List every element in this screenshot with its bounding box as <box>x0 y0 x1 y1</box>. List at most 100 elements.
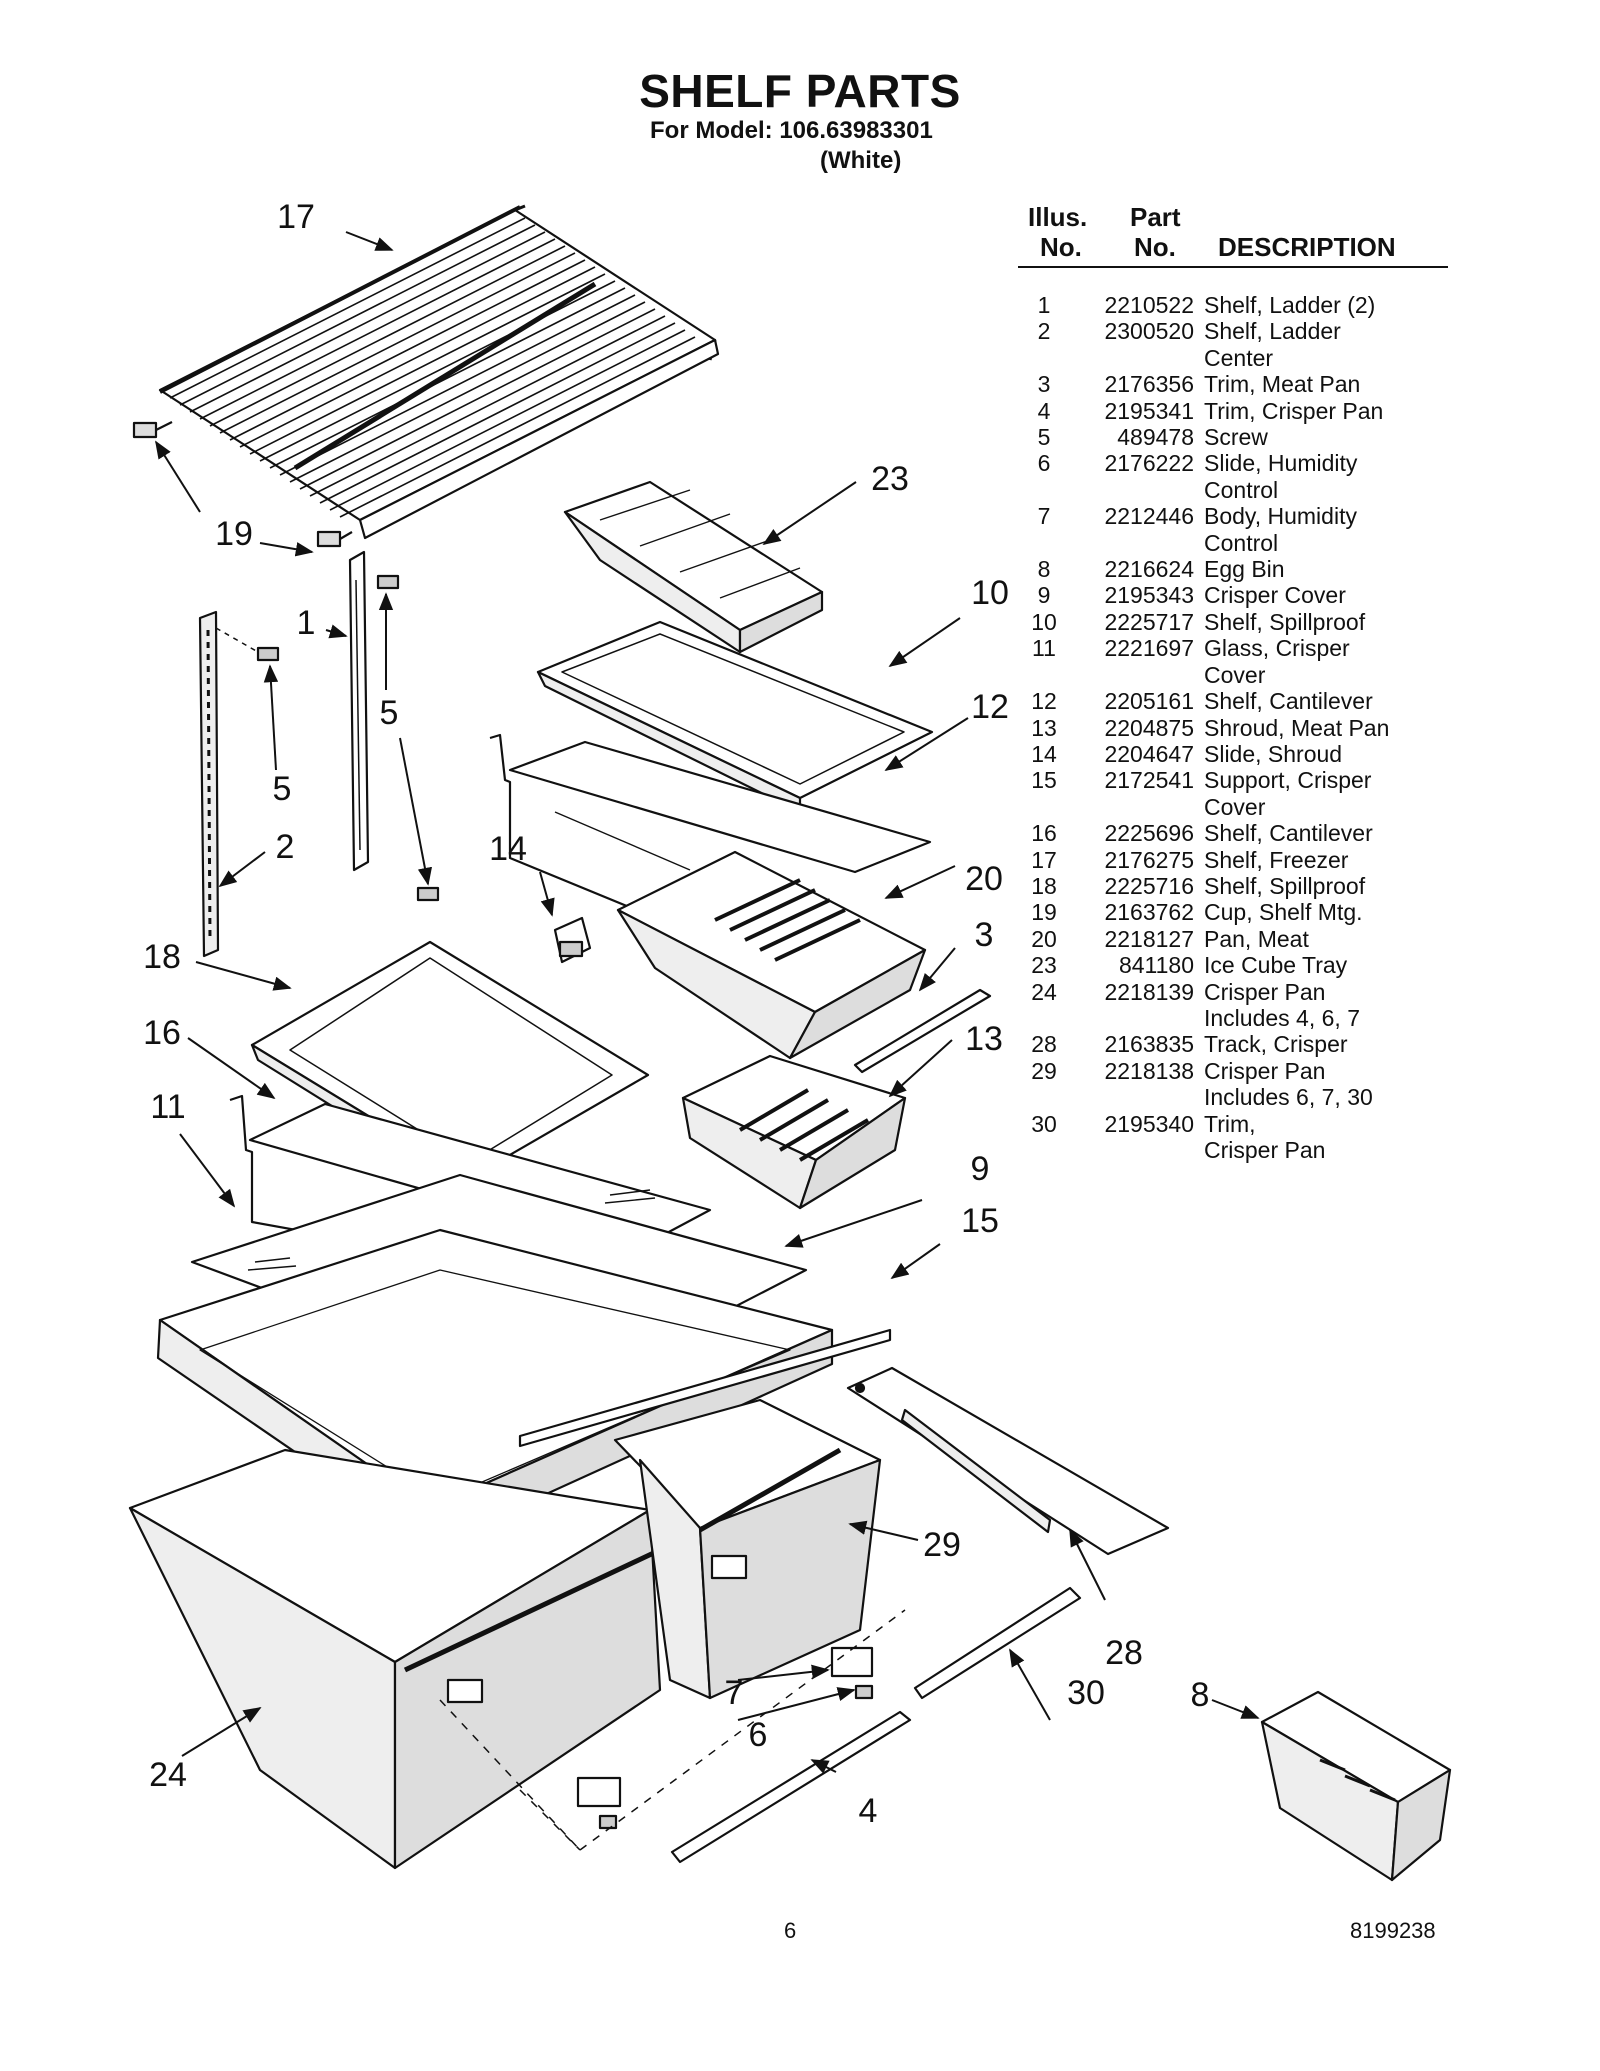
callout-18: 18 <box>143 938 181 976</box>
part-description: Shelf, Cantilever <box>1204 688 1373 715</box>
part-number: 2225696 <box>1104 820 1194 847</box>
parts-row: Crisper Pan <box>1018 1137 1434 1163</box>
header-part-no: No. <box>1134 232 1176 262</box>
part-number: 2163762 <box>1104 899 1194 926</box>
parts-row: Control <box>1018 530 1434 556</box>
part-number: 2195343 <box>1104 582 1194 609</box>
illus-number: 20 <box>1031 925 1057 952</box>
part-description: Center <box>1204 344 1274 371</box>
illus-number: 19 <box>1031 899 1057 926</box>
part-number: 2221697 <box>1104 635 1194 662</box>
part-description: Shelf, Spillproof <box>1204 872 1366 899</box>
parts-row: Cover <box>1018 662 1434 688</box>
part-description: Cover <box>1204 793 1266 820</box>
illus-number: 18 <box>1031 872 1057 899</box>
part-number: 2176356 <box>1104 371 1194 398</box>
illus-number: 6 <box>1037 450 1051 477</box>
callout-23: 23 <box>871 460 909 498</box>
shelf-mounting-cups <box>132 421 353 548</box>
illus-number: 12 <box>1031 688 1057 715</box>
illus-number: 28 <box>1031 1031 1057 1058</box>
parts-row: Center <box>1018 345 1434 371</box>
part-number: 489478 <box>1117 424 1194 451</box>
part-description: Egg Bin <box>1204 556 1285 583</box>
ladder-shelf <box>348 550 370 872</box>
illus-number: 30 <box>1031 1110 1057 1137</box>
header-part: Part <box>1130 202 1181 232</box>
callout-20: 20 <box>965 860 1003 898</box>
callout-1: 1 <box>297 604 316 642</box>
callout-2: 2 <box>276 828 295 866</box>
part-number: 2216624 <box>1104 556 1194 583</box>
part-number: 2172541 <box>1104 767 1194 794</box>
parts-row: 24 2218139 Crisper Pan <box>1018 979 1434 1005</box>
callout-4: 4 <box>859 1792 878 1830</box>
part-number: 841180 <box>1118 952 1194 979</box>
screws <box>256 574 440 902</box>
illus-number: 7 <box>1037 503 1051 530</box>
illus-number: 4 <box>1037 397 1051 424</box>
callout-6: 6 <box>749 1716 768 1754</box>
cantilever-shelf-12 <box>489 733 932 934</box>
part-number: 2195341 <box>1104 397 1194 424</box>
part-description: Crisper Pan <box>1204 1057 1326 1084</box>
shroud-slide <box>553 916 592 964</box>
callout-29: 29 <box>923 1526 961 1564</box>
callout-leaders <box>155 231 1260 1774</box>
part-description: Shelf, Spillproof <box>1204 608 1366 635</box>
illus-number: 1 <box>1037 292 1051 318</box>
part-description: Body, Humidity <box>1204 503 1357 530</box>
part-description: Screw <box>1204 424 1268 451</box>
illus-number: 16 <box>1031 820 1057 847</box>
part-number: 2210522 <box>1104 292 1194 318</box>
parts-list: Illus. No. Part No. DESCRIPTION 1 2210522… <box>1018 198 1448 1163</box>
part-description: Control <box>1204 529 1279 556</box>
parts-row: 30 2195340 Trim, <box>1018 1111 1434 1137</box>
illus-number: 23 <box>1031 952 1057 979</box>
model-color: (White) <box>820 147 902 174</box>
part-description: Shroud, Meat Pan <box>1204 714 1390 741</box>
illus-number: 2 <box>1037 318 1051 345</box>
illus-number: 13 <box>1031 714 1057 741</box>
illus-number: 17 <box>1031 846 1057 873</box>
freezer-shelf <box>158 204 720 540</box>
header-illus: Illus. <box>1028 202 1088 232</box>
part-number: 2176222 <box>1104 450 1194 477</box>
parts-row: Cover <box>1018 794 1434 820</box>
callout-19: 19 <box>215 515 253 553</box>
callout-11: 11 <box>150 1088 185 1126</box>
egg-bin <box>1260 1690 1452 1882</box>
callout-24: 24 <box>149 1756 187 1794</box>
illus-number: 15 <box>1031 767 1057 794</box>
part-description: Trim, <box>1204 1110 1256 1137</box>
crisper-pan-right <box>613 1398 882 1700</box>
part-number: 2195340 <box>1104 1110 1194 1137</box>
ladder-shelf-center <box>198 610 220 958</box>
ice-cube-tray <box>563 480 824 654</box>
crisper-pan-trim-4 <box>670 1710 912 1864</box>
illus-number: 9 <box>1037 582 1051 609</box>
illus-number: 24 <box>1031 978 1057 1005</box>
part-description: Cover <box>1204 661 1266 688</box>
part-description: Crisper Pan <box>1204 978 1326 1005</box>
part-number: 2218139 <box>1104 978 1194 1005</box>
crisper-cover-support <box>518 1328 892 1448</box>
illus-number: 3 <box>1037 371 1051 398</box>
parts-list-header: Illus. No. Part No. DESCRIPTION <box>1018 198 1448 268</box>
part-number: 2204647 <box>1104 740 1194 767</box>
callout-30: 30 <box>1067 1674 1105 1712</box>
callout-12: 12 <box>971 688 1009 726</box>
part-description: Pan, Meat <box>1204 925 1309 952</box>
part-number: 2225717 <box>1104 608 1194 635</box>
